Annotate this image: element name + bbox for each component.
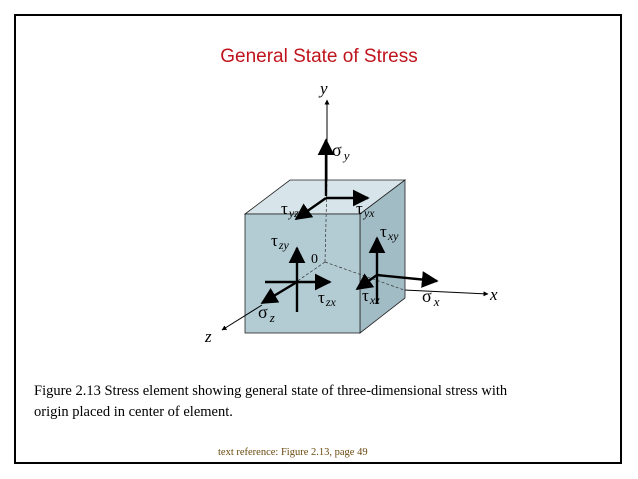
figure-caption: Figure 2.13 Stress element showing gener…: [34, 381, 614, 423]
caption-line-2: origin placed in center of element.: [34, 404, 233, 420]
tau-xy-label: τxy: [380, 222, 399, 243]
x-axis-label: x: [489, 285, 498, 304]
caption-line-1: Figure 2.13 Stress element showing gener…: [34, 383, 508, 399]
z-axis-line: [221, 304, 263, 331]
tau-xz-arrow: [355, 273, 378, 290]
y-axis-label: y: [318, 79, 328, 98]
origin-label: 0: [311, 252, 318, 267]
cube-front-face: [244, 213, 361, 334]
sigma-x-arrow: [376, 271, 439, 288]
tau-zy-label: τzy: [271, 231, 290, 252]
z-axis-label: z: [204, 327, 212, 346]
tau-yx-label: τyx: [356, 199, 375, 220]
tau-zx-label: τzx: [318, 288, 337, 309]
sigma-z-arrow: [260, 280, 298, 305]
tau-yz-arrow: [294, 197, 327, 220]
tau-yz-label: τyz: [281, 199, 299, 220]
hidden-y-axis: [324, 179, 328, 263]
tau-xz-label: τxz: [362, 286, 380, 307]
text-reference: text reference: Figure 2.13, page 49: [218, 447, 368, 458]
slide-title: General State of Stress: [220, 46, 418, 67]
x-axis-line: [403, 289, 489, 297]
